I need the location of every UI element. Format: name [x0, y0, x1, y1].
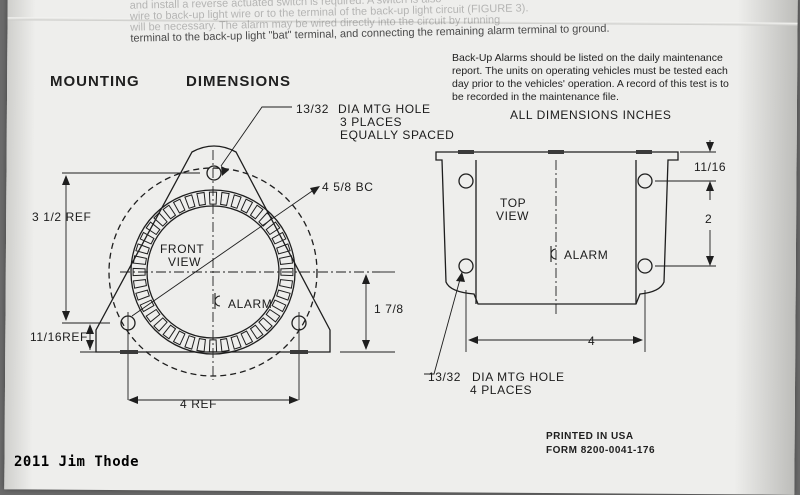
grille-slot — [139, 231, 155, 245]
front-housing-outline — [95, 145, 331, 353]
grille-slot — [153, 212, 168, 227]
grille-slot — [276, 289, 291, 301]
grille-slot — [271, 299, 287, 313]
grille-slot — [135, 289, 150, 301]
top-mtg-hole-2 — [637, 173, 653, 189]
top-mtg-hole-1 — [458, 173, 474, 189]
front-view-label-2: VIEW — [168, 255, 202, 269]
front-mtg-hole-line1: DIA MTG HOLE — [338, 102, 431, 116]
top-alarm-label: ALARM — [564, 248, 609, 262]
grille-slot — [279, 255, 294, 265]
grille-slot — [230, 335, 242, 350]
grille-slot — [258, 317, 273, 332]
photo-credit: 2011 Jim Thode — [14, 454, 140, 470]
top-dim-1116-label: 11/16 — [694, 160, 727, 174]
front-mtg-hole-frac: 13/32 — [296, 102, 330, 116]
technical-drawing — [62, 106, 716, 404]
grille-slot — [162, 324, 177, 340]
top-view-label-2: VIEW — [496, 209, 530, 223]
grille-slot — [208, 339, 218, 353]
grille-slot — [184, 335, 196, 350]
dim-178-label: 1 7/8 — [374, 302, 404, 316]
grille-slot — [132, 267, 146, 277]
grille-slot — [249, 324, 264, 340]
top-mtg-hole-frac: 13/32 — [428, 370, 462, 384]
width-ref-label: 4 REF — [180, 397, 218, 411]
grille-slot — [184, 194, 196, 209]
grille-slot — [162, 204, 177, 220]
ref-height-label: 3 1/2 REF — [32, 210, 92, 224]
mounting-heading: MOUNTING — [50, 73, 140, 90]
maintenance-note: Back-Up Alarms should be listed on the d… — [452, 52, 729, 103]
top-dim-4-label: 4 — [588, 334, 596, 348]
grille-slot — [258, 212, 273, 227]
dimensions-heading: DIMENSIONS — [186, 73, 292, 90]
grille-slot — [220, 338, 230, 353]
grille-slot — [208, 191, 218, 205]
front-mtg-hole-line3: EQUALLY SPACED — [340, 128, 455, 142]
top-mtg-hole-3 — [458, 258, 474, 274]
grille-slot — [196, 338, 206, 353]
centerline-symbols — [214, 246, 557, 309]
grille-slot — [220, 191, 230, 206]
grille-slot — [265, 308, 281, 323]
top-arrowheads — [456, 142, 714, 344]
grille-slot — [230, 194, 242, 209]
grille-slot — [132, 255, 147, 265]
dim-1116ref-label: 11/16REF — [30, 330, 88, 344]
top-mtg-hole-line2: 4 PLACES — [470, 383, 533, 397]
top-mtg-hole-4 — [637, 258, 653, 274]
bolt-circle-label: 4 5/8 BC — [322, 180, 374, 194]
grille-slot — [196, 191, 206, 206]
grille-slot — [265, 221, 281, 236]
front-mtg-hole-top — [206, 165, 222, 181]
top-mtg-hole-line1: DIA MTG HOLE — [472, 370, 565, 384]
grille-slot — [172, 330, 186, 346]
all-dimensions-label: ALL DIMENSIONS INCHES — [510, 108, 672, 122]
grille-slot — [145, 308, 161, 323]
top-mtg-hole-leader — [424, 271, 463, 375]
front-mtg-hole-line2: 3 PLACES — [340, 115, 403, 129]
top-dim-2-label: 2 — [705, 212, 713, 226]
grille-slot — [153, 317, 168, 332]
front-arrowheads — [62, 166, 370, 404]
grille-slot — [145, 221, 161, 236]
grille-slot — [135, 243, 150, 255]
top-pads — [458, 150, 652, 154]
form-number: FORM 8200-0041-176 — [546, 445, 656, 456]
front-pads — [120, 350, 308, 354]
grille-slot — [280, 267, 294, 277]
grille-slot — [240, 198, 254, 214]
grille-slot — [271, 231, 287, 245]
top-view-label-1: TOP — [500, 196, 527, 210]
grille-slot — [240, 330, 254, 346]
bc-leader — [131, 186, 319, 317]
grille-slot — [249, 204, 264, 220]
grille-slot — [132, 279, 147, 289]
printed-in-usa: PRINTED IN USA — [546, 431, 634, 442]
front-view-label-1: FRONT — [160, 242, 205, 256]
grille-slot — [172, 198, 186, 214]
grille-slot — [276, 243, 291, 255]
grille-slot — [279, 279, 294, 289]
front-alarm-label: ALARM — [228, 297, 273, 311]
front-mtg-hole-leader — [220, 106, 292, 167]
